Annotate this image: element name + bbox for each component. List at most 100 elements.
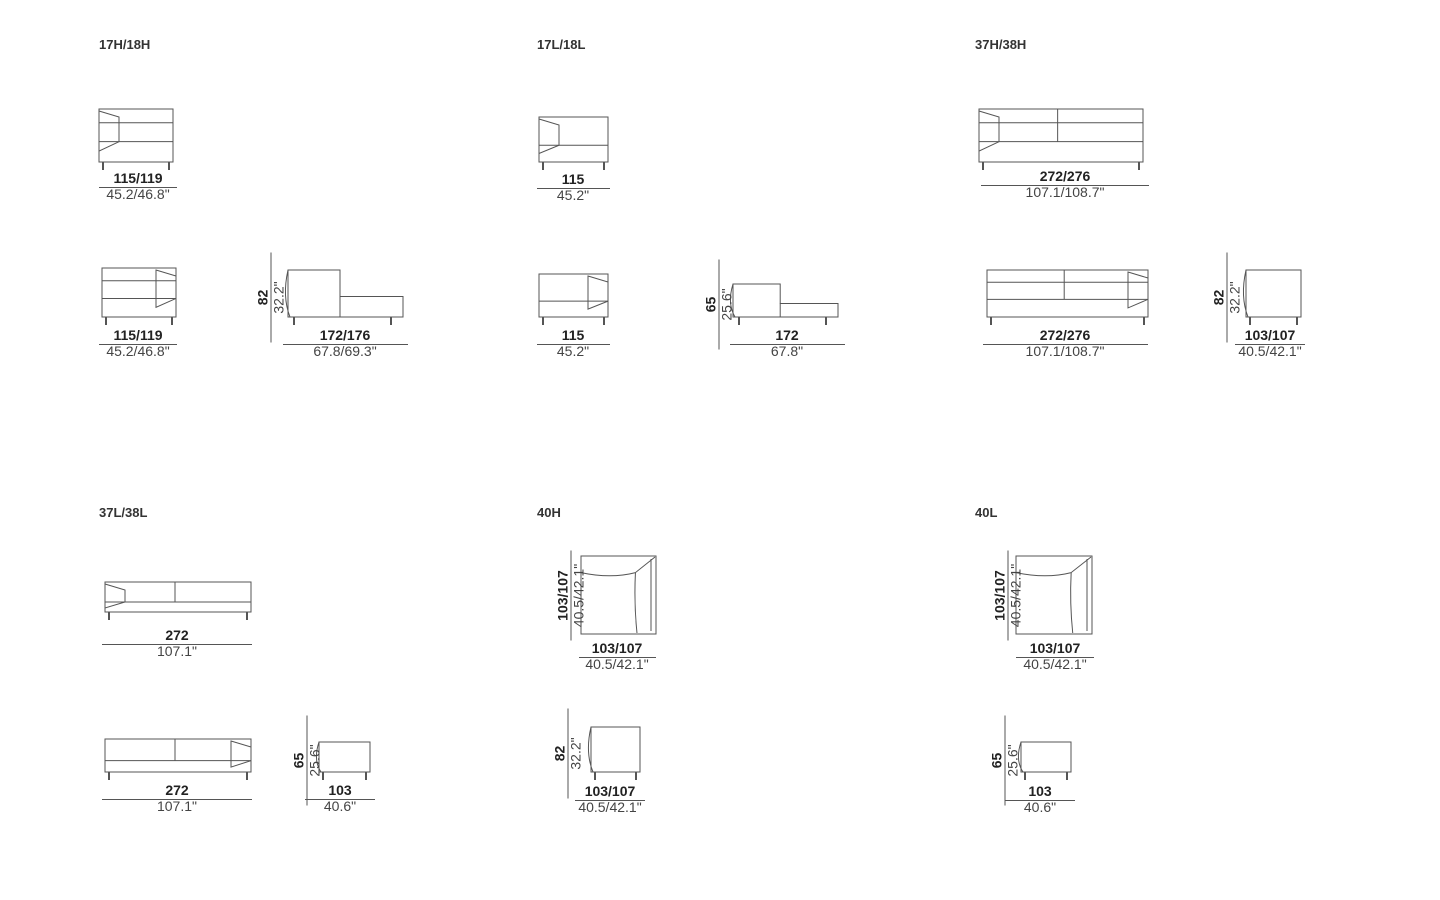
width-cm: 272	[165, 627, 189, 643]
height-inches: 25.6"	[1004, 715, 1021, 806]
module-code-title: 37H/38H	[975, 37, 1027, 52]
height-inches: 40.5/42.1"	[570, 550, 587, 641]
dimension-line	[575, 800, 645, 801]
width-cm: 103/107	[591, 640, 643, 656]
module-code-title: 17H/18H	[99, 37, 151, 52]
width-cm: 115/119	[113, 170, 163, 186]
height-cm: 65	[290, 752, 307, 769]
dimension-line	[1235, 344, 1305, 345]
width-cm: 103/107	[1244, 327, 1296, 343]
width-cm: 103/107	[584, 783, 636, 799]
width-inches: 45.2/46.8"	[106, 186, 170, 202]
module-side-view-drawing	[729, 283, 839, 325]
height-cm: 82	[551, 745, 568, 761]
height-cm: 103/107	[991, 570, 1008, 621]
width-cm: 103	[328, 782, 352, 798]
width-cm: 172	[775, 327, 799, 343]
module-front-view-drawing	[978, 108, 1144, 170]
dimension-line	[729, 344, 845, 345]
module-front-view-drawing	[986, 269, 1149, 325]
width-inches: 40.5/42.1"	[1238, 343, 1302, 359]
dimension-line	[99, 187, 177, 188]
height-cm: 65	[702, 296, 719, 312]
width-cm: 272/276	[1039, 168, 1091, 184]
module-side-view-drawing	[1242, 269, 1302, 325]
module-code-title: 17L/18L	[537, 37, 586, 52]
width-inches: 40.6"	[323, 798, 357, 814]
width-cm: 115	[561, 171, 585, 187]
height-cm: 82	[254, 289, 271, 305]
height-inches: 25.6"	[718, 259, 735, 349]
module-side-view-drawing	[315, 741, 371, 780]
width-inches: 107.1/108.7"	[1025, 184, 1105, 200]
dimension-line	[536, 344, 610, 345]
width-inches: 40.5/42.1"	[585, 656, 649, 672]
module-top-view-drawing	[580, 555, 657, 635]
width-inches: 40.6"	[1023, 799, 1057, 815]
module-side-view-drawing	[587, 726, 641, 780]
width-inches: 107.1"	[156, 798, 197, 814]
width-cm: 272/276	[1039, 327, 1091, 343]
width-inches: 107.1/108.7"	[1025, 343, 1105, 359]
dimension-line	[282, 344, 408, 345]
width-inches: 40.5/42.1"	[578, 799, 642, 815]
width-inches: 107.1"	[156, 643, 197, 659]
module-side-view-drawing	[1017, 741, 1072, 780]
dimension-line	[1016, 657, 1094, 658]
height-inches: 40.5/42.1"	[1007, 550, 1024, 641]
module-front-view-drawing	[101, 267, 177, 325]
width-cm: 115/119	[113, 327, 163, 343]
height-inches: 32.2"	[567, 708, 584, 798]
dimension-line	[982, 344, 1148, 345]
height-inches: 32.2"	[1226, 252, 1243, 342]
width-cm: 103	[1028, 783, 1052, 799]
width-cm: 272	[165, 782, 189, 798]
module-front-view-drawing	[104, 738, 252, 780]
dimension-line	[578, 657, 656, 658]
width-inches: 67.8/69.3"	[313, 343, 377, 359]
height-cm: 103/107	[554, 570, 571, 621]
height-inches: 32.2"	[270, 252, 287, 342]
module-side-view-drawing	[284, 269, 404, 325]
dimension-line	[102, 644, 252, 645]
width-inches: 40.5/42.1"	[1023, 656, 1087, 672]
height-cm: 82	[1210, 289, 1227, 305]
width-inches: 45.2"	[556, 187, 590, 203]
dimension-line	[1005, 800, 1075, 801]
module-front-view-drawing	[538, 116, 609, 170]
height-cm: 65	[988, 752, 1005, 769]
module-code-title: 37L/38L	[99, 505, 148, 520]
width-cm: 172/176	[319, 327, 371, 343]
dimension-line	[102, 799, 252, 800]
module-front-view-drawing	[98, 108, 174, 170]
module-code-title: 40L	[975, 505, 998, 520]
module-code-title: 40H	[537, 505, 561, 520]
module-top-view-drawing	[1015, 555, 1093, 635]
width-inches: 45.2"	[556, 343, 590, 359]
dimension-line	[305, 799, 375, 800]
width-inches: 45.2/46.8"	[106, 343, 170, 359]
